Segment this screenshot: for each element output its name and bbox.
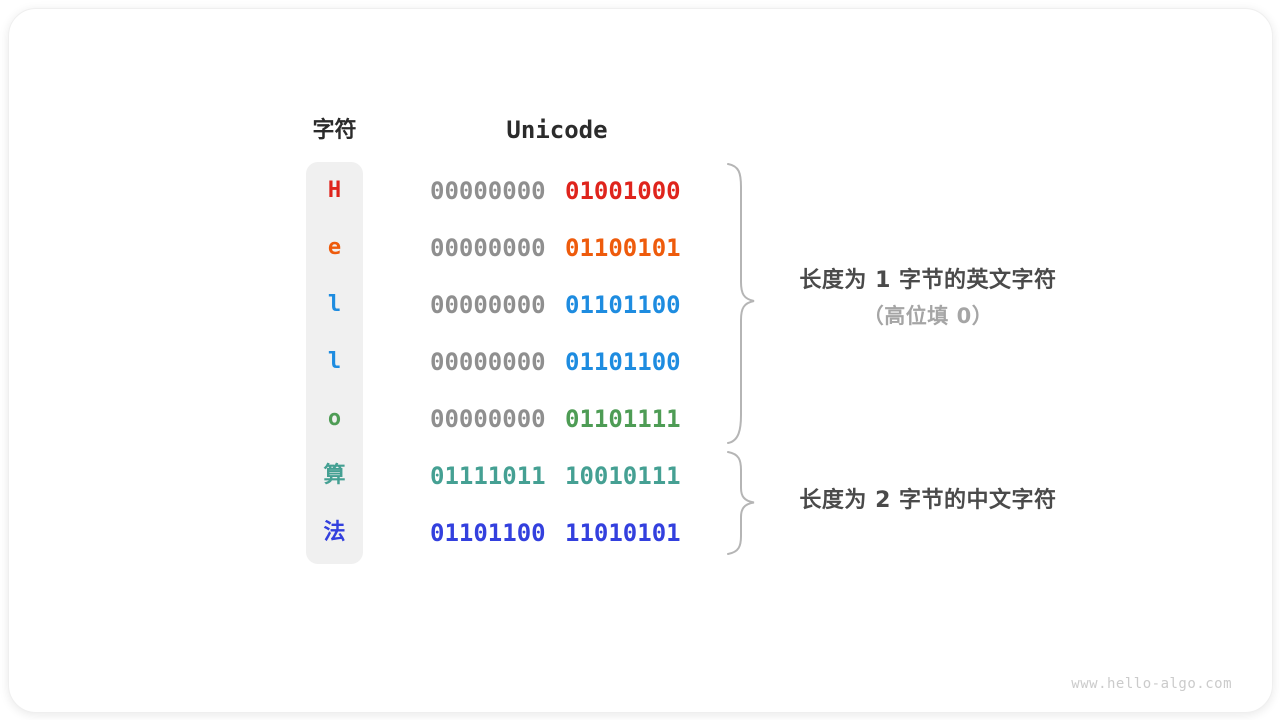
- table-row: l 00000000 01101100: [0, 289, 1280, 321]
- table-row: H 00000000 01001000: [0, 175, 1280, 207]
- annotation-english-line2: （高位填 0）: [862, 304, 994, 328]
- table-row: 算 01111011 10010111: [0, 460, 1280, 492]
- char-cell: H: [327, 178, 342, 203]
- unicode-low-byte: 01101100: [565, 348, 681, 376]
- unicode-high-byte: 00000000: [430, 291, 546, 319]
- unicode-low-byte: 01101100: [565, 291, 681, 319]
- table-row: 法 01101100 11010101: [0, 517, 1280, 549]
- table-row: o 00000000 01101111: [0, 403, 1280, 435]
- char-column-background: [306, 162, 363, 564]
- column-header-char: 字符: [312, 118, 357, 143]
- unicode-high-byte: 00000000: [430, 177, 546, 205]
- annotation-english: 长度为 1 字节的英文字符 （高位填 0）: [756, 267, 1100, 330]
- unicode-high-byte: 01111011: [430, 462, 546, 490]
- char-cell: l: [327, 349, 342, 374]
- unicode-low-byte: 01100101: [565, 234, 681, 262]
- table-row: l 00000000 01101100: [0, 346, 1280, 378]
- char-cell: o: [327, 406, 342, 431]
- unicode-low-byte: 10010111: [565, 462, 681, 490]
- unicode-low-byte: 11010101: [565, 519, 681, 547]
- column-header-unicode: Unicode: [506, 116, 608, 144]
- unicode-high-byte: 00000000: [430, 234, 546, 262]
- char-cell: e: [327, 235, 342, 260]
- unicode-high-byte: 01101100: [430, 519, 546, 547]
- unicode-low-byte: 01101111: [565, 405, 681, 433]
- char-cell: 法: [323, 520, 346, 545]
- annotation-chinese: 长度为 2 字节的中文字符: [756, 487, 1100, 515]
- unicode-low-byte: 01001000: [565, 177, 681, 205]
- unicode-high-byte: 00000000: [430, 348, 546, 376]
- annotation-english-line1: 长度为 1 字节的英文字符: [799, 268, 1057, 293]
- watermark: www.hello-algo.com: [1071, 676, 1232, 692]
- char-cell: 算: [323, 463, 346, 488]
- unicode-high-byte: 00000000: [430, 405, 546, 433]
- char-cell: l: [327, 292, 342, 317]
- table-row: e 00000000 01100101: [0, 232, 1280, 264]
- diagram-card: [8, 8, 1273, 713]
- annotation-chinese-line1: 长度为 2 字节的中文字符: [799, 488, 1057, 513]
